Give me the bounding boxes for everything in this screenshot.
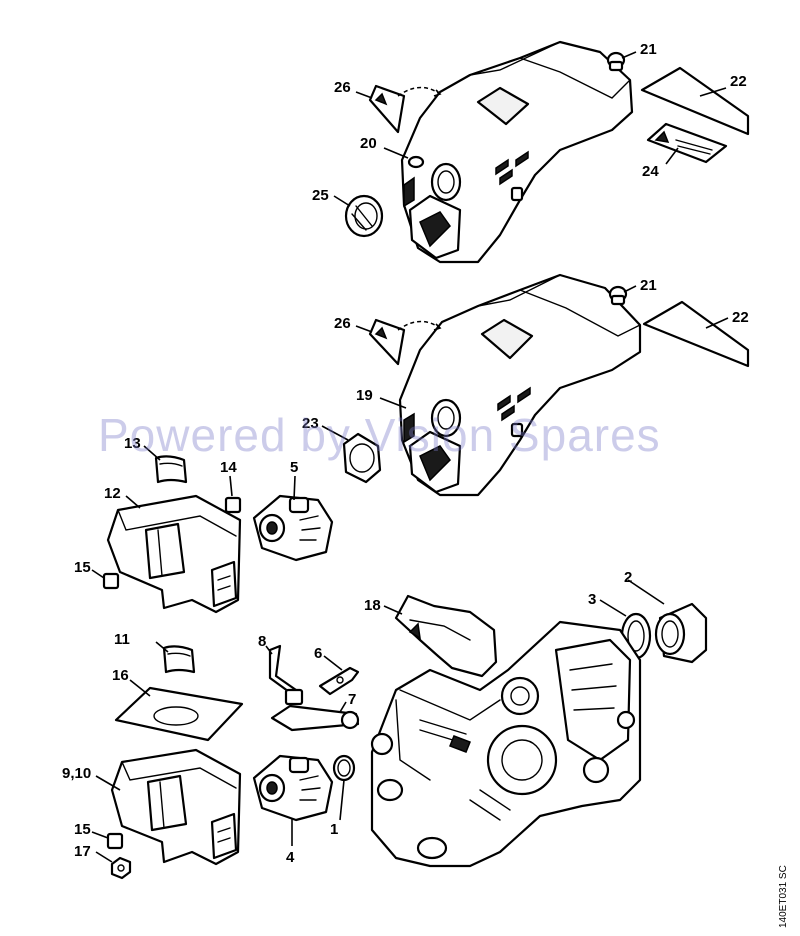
callout-16: 16 (112, 667, 129, 684)
baffle-18[interactable] (394, 594, 498, 678)
callout-4: 4 (286, 849, 295, 866)
callout-23: 23 (302, 415, 319, 432)
callout-13: 13 (124, 435, 141, 452)
filter-11[interactable] (162, 645, 196, 674)
shroud-cover-top[interactable] (400, 40, 634, 264)
nut-17[interactable] (110, 856, 132, 880)
callout-22-middle: 22 (732, 309, 749, 326)
rod-8[interactable] (268, 644, 298, 696)
filter-13[interactable] (154, 455, 188, 484)
callout-18: 18 (364, 597, 381, 614)
manifold-2[interactable] (654, 602, 708, 664)
callout-21-middle: 21 (640, 277, 657, 294)
box-12[interactable] (106, 494, 242, 614)
nut-15-upper[interactable] (102, 572, 120, 590)
decal-26-middle[interactable] (368, 318, 442, 366)
label-22-middle[interactable] (642, 300, 750, 368)
label-22-top[interactable] (640, 66, 750, 136)
callout-26-middle: 26 (334, 315, 351, 332)
callout-21-top: 21 (640, 41, 657, 58)
callout-22-top: 22 (730, 73, 747, 90)
cap-23[interactable] (342, 432, 382, 484)
screw-21-top[interactable] (606, 51, 626, 72)
callout-14: 14 (220, 459, 237, 476)
callout-9-10: 9,10 (62, 765, 91, 782)
lever-6[interactable] (318, 666, 360, 696)
filter-pad-16[interactable] (114, 686, 244, 742)
nut-15-lower[interactable] (106, 832, 124, 850)
callout-20: 20 (360, 135, 377, 152)
callout-2: 2 (624, 569, 632, 586)
callout-7: 7 (348, 691, 356, 708)
callout-12: 12 (104, 485, 121, 502)
callout-25: 25 (312, 187, 329, 204)
callout-5: 5 (290, 459, 298, 476)
shroud-cover-middle[interactable] (398, 273, 642, 497)
warning-label-24[interactable] (646, 122, 728, 164)
carburetor-4[interactable] (252, 754, 334, 822)
crankcase[interactable] (370, 620, 642, 868)
callout-8: 8 (258, 633, 266, 650)
watermark: Powered by Vision Spares (98, 409, 661, 461)
callout-15-upper: 15 (74, 559, 91, 576)
callout-17: 17 (74, 843, 91, 860)
callout-labels: 21 22 24 26 20 25 21 22 26 19 23 13 14 5… (62, 41, 749, 866)
gasket-14[interactable] (224, 496, 242, 514)
drawing-code: 140ET031 SC (778, 865, 789, 928)
shaft-7[interactable] (270, 688, 360, 732)
callout-6: 6 (314, 645, 322, 662)
callout-11: 11 (114, 631, 130, 648)
callout-15-lower: 15 (74, 821, 91, 838)
callout-1: 1 (330, 821, 338, 838)
carburetor-5[interactable] (252, 494, 334, 562)
screw-21-middle[interactable] (608, 285, 628, 306)
callout-24: 24 (642, 163, 659, 180)
callout-26-top: 26 (334, 79, 351, 96)
callout-3: 3 (588, 591, 596, 608)
callout-19: 19 (356, 387, 373, 404)
circlip-1[interactable] (332, 754, 356, 782)
cap-25[interactable] (344, 194, 384, 238)
leader-lines (91, 51, 729, 863)
decal-26-top[interactable] (368, 84, 442, 134)
box-9-10[interactable] (110, 748, 242, 866)
